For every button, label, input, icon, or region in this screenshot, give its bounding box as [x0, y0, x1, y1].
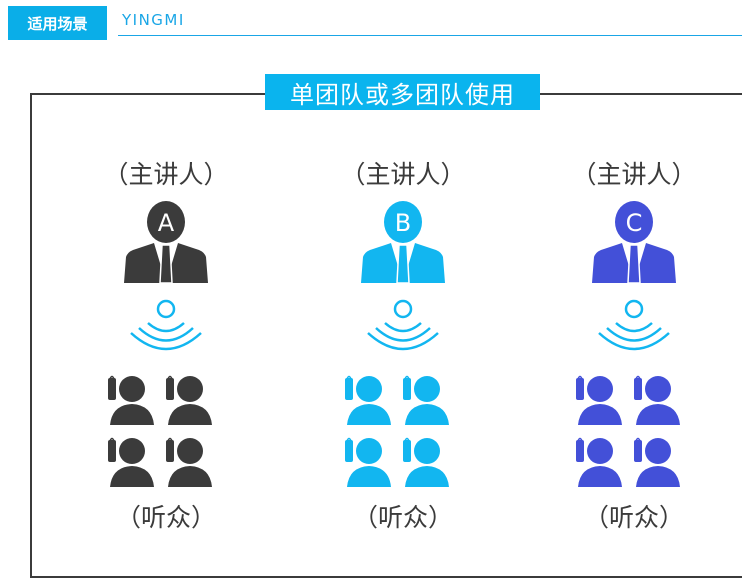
listener-icon [403, 437, 449, 487]
presenter-icon: A [124, 201, 208, 284]
audience-group [108, 375, 212, 487]
listener-icon [576, 437, 622, 487]
audience-label: （听众） [583, 503, 684, 532]
speaker-letter: C [626, 209, 643, 237]
speaker-letter: B [395, 209, 411, 237]
listener-icon [108, 375, 154, 425]
broadcast-wave-icon [367, 299, 439, 351]
broadcast-wave-icon [130, 299, 202, 351]
audience-group [576, 375, 680, 487]
broadcast-wave-icon [598, 299, 670, 351]
section-badge: 适用场景 [8, 6, 107, 40]
speaker-label: （主讲人） [103, 160, 229, 189]
listener-icon [634, 375, 680, 425]
team-column: （主讲人） C （听众） [534, 155, 734, 538]
speaker-label: （主讲人） [340, 160, 466, 189]
listener-icon [576, 375, 622, 425]
team-column: （主讲人） B （听众） [303, 155, 503, 538]
speaker-label: （主讲人） [571, 160, 697, 189]
header-divider [118, 35, 742, 36]
listener-icon [345, 375, 391, 425]
listener-icon [166, 375, 212, 425]
audience-label: （听众） [352, 503, 453, 532]
listener-icon [403, 375, 449, 425]
listener-icon [634, 437, 680, 487]
listener-icon [345, 437, 391, 487]
presenter-icon: C [592, 201, 676, 284]
presenter-icon: B [361, 201, 445, 284]
section-title: 单团队或多团队使用 [265, 74, 540, 110]
listener-icon [166, 437, 212, 487]
audience-label: （听众） [115, 503, 216, 532]
listener-icon [108, 437, 154, 487]
brand-name: YINGMI [122, 11, 185, 29]
audience-group [345, 375, 449, 487]
speaker-letter: A [158, 209, 175, 237]
team-column: （主讲人） A （听众） [66, 155, 266, 538]
